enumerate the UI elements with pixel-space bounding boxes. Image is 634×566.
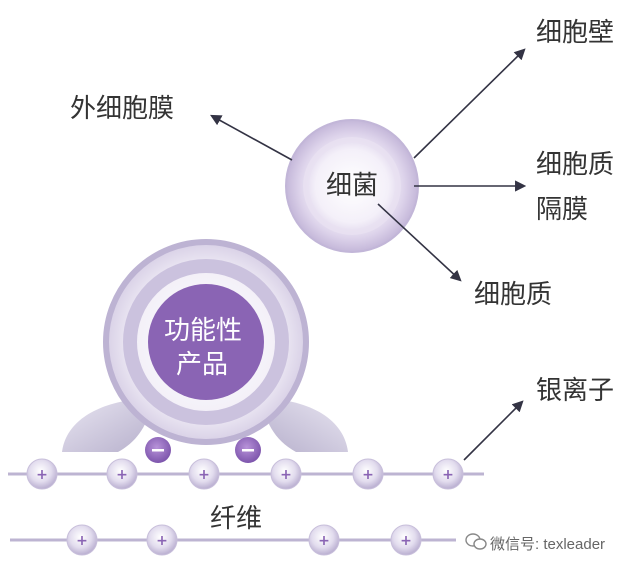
plus-sign: + (400, 533, 412, 549)
arrow-cytoplasm (377, 203, 462, 282)
plus-sign: + (280, 467, 292, 483)
negative-charge (235, 437, 261, 463)
positive-charge: + (26, 458, 58, 490)
label-cell-wall: 细胞壁 (536, 18, 615, 48)
positive-charge: + (270, 458, 302, 490)
label-outer-membrane: 外细胞膜 (70, 94, 175, 124)
positive-charge: + (146, 524, 178, 556)
positive-charge: + (432, 458, 464, 490)
label-cytoplasm: 细胞质 (474, 280, 553, 310)
plus-sign: + (442, 467, 454, 483)
positive-charge: + (352, 458, 384, 490)
positive-charge: + (390, 524, 422, 556)
functional-product (62, 239, 348, 452)
positive-charge: + (188, 458, 220, 490)
label-cytoplasm-septum-1: 细胞质 (536, 150, 615, 180)
label-fiber: 纤维 (210, 504, 263, 534)
negative-charge (145, 437, 171, 463)
watermark: 微信号: texleader (490, 536, 606, 553)
label-bacteria: 细菌 (326, 171, 379, 201)
product-lobe-left (62, 398, 152, 452)
plus-sign: + (36, 467, 48, 483)
positive-charge: + (66, 524, 98, 556)
positive-charge: + (106, 458, 138, 490)
arrow-cell-wall (413, 48, 526, 159)
plus-sign: + (362, 467, 374, 483)
label-product-1: 功能性 (164, 316, 243, 346)
plus-sign: + (156, 533, 168, 549)
positive-charge: + (308, 524, 340, 556)
plus-sign: + (198, 467, 210, 483)
plus-sign: + (318, 533, 330, 549)
arrow-outer-membrane (210, 114, 293, 161)
plus-sign: + (76, 533, 88, 549)
label-cytoplasm-septum-2: 隔膜 (536, 195, 589, 225)
arrow-silver-ion (463, 400, 524, 461)
product-lobe-right (262, 398, 348, 452)
label-product-2: 产品 (176, 350, 229, 380)
plus-sign: + (116, 467, 128, 483)
label-silver-ion: 银离子 (536, 376, 615, 406)
wechat-icon (465, 533, 487, 550)
